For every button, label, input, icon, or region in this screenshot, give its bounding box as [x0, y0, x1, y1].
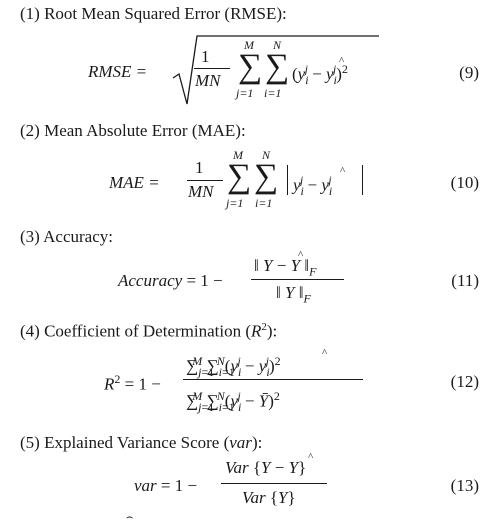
equation-mae: MAE = 1 MN M ∑ j=1 N ∑ i=1 yij − yij ^	[0, 0, 491, 220]
equation-number-9: (9)	[459, 63, 479, 82]
heading-rmse: (1) Root Mean Squared Error (RMSE):	[20, 4, 287, 23]
equation-number-10: (10)	[450, 173, 479, 192]
heading-accuracy: (3) Accuracy:	[20, 227, 113, 246]
equation-r2: R2 = 1 − ∑j=1M ∑i=1N(yij − yij)2 ^ ∑j=1M…	[104, 348, 363, 414]
heading-mae: (2) Mean Absolute Error (MAE):	[20, 121, 246, 140]
equation-accuracy: Accuracy = 1 − ‖ Y − Y ‖F ^ ‖ Y ‖F	[118, 250, 344, 305]
equation-number-12: (12)	[450, 372, 479, 391]
heading-r2: (4) Coefficient of Determination (R2):	[20, 321, 278, 341]
heading-var: (5) Explained Variance Score (var):	[20, 433, 263, 452]
equation-number-13: (13)	[450, 476, 479, 495]
sqrt-symbol	[172, 35, 379, 105]
equation-rmse: RMSE = 1 MN M ∑ j=1 N ∑ i=1 (yij − yij)2…	[0, 0, 491, 110]
equation-number-11: (11)	[451, 271, 479, 290]
